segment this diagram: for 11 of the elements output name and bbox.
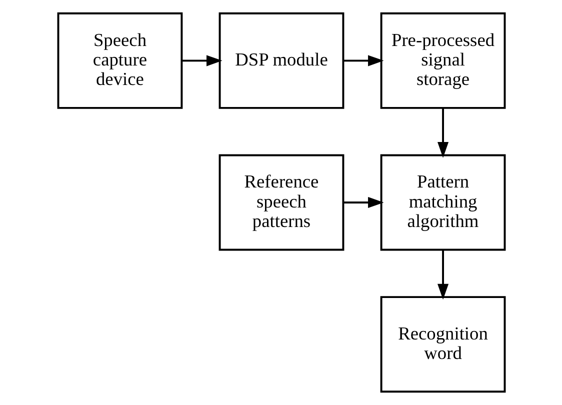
arrow <box>181 55 222 66</box>
arrow <box>342 196 384 208</box>
node-box: Pre-processed signal storage <box>380 12 506 109</box>
node-box: DSP module <box>218 12 344 109</box>
node-box: Recognition word <box>380 296 506 393</box>
arrow <box>437 108 448 158</box>
node-box: Speech capture device <box>56 12 182 109</box>
node-box: Pattern matching algorithm <box>380 154 506 251</box>
node-box: Reference speech patterns <box>218 154 344 251</box>
arrow <box>437 250 448 300</box>
arrow <box>342 55 384 66</box>
